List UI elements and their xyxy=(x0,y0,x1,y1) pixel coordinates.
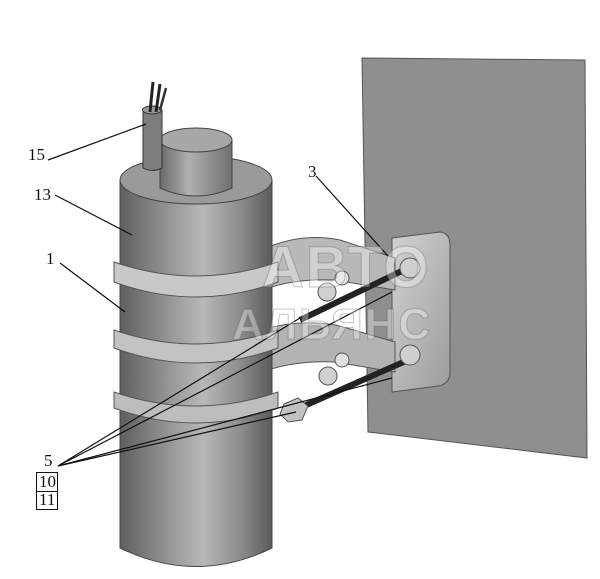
middle-clamp-band xyxy=(113,329,279,364)
bolt-head xyxy=(279,397,309,423)
wire-1 xyxy=(148,81,155,113)
leader-5-d xyxy=(57,377,393,467)
upper-nut-right xyxy=(399,257,421,279)
leader-5-c xyxy=(57,411,297,467)
cylinder-body xyxy=(119,179,273,567)
leader-1 xyxy=(59,262,126,313)
watermark-line1: АВТО xyxy=(262,235,431,301)
callout-10: 10 xyxy=(36,472,58,492)
upper-clamp-band xyxy=(113,261,279,298)
callout-1: 1 xyxy=(46,249,55,268)
cable-sleeve xyxy=(142,109,163,171)
lower-bolt xyxy=(293,357,410,413)
callout-3: 3 xyxy=(308,162,317,181)
leader-3 xyxy=(315,175,389,257)
upper-nut-far xyxy=(334,270,350,286)
lower-nut-left xyxy=(318,366,338,386)
callout-5: 5 xyxy=(44,451,53,470)
leader-5-b xyxy=(57,291,393,467)
cable-sleeve-end xyxy=(142,105,162,115)
leader-13 xyxy=(54,194,133,236)
leader-5-a xyxy=(57,317,301,467)
wire-2 xyxy=(154,83,162,113)
lower-nut-right xyxy=(399,344,421,366)
wire-3 xyxy=(158,87,168,111)
upper-bolt xyxy=(298,265,410,323)
callout-11: 11 xyxy=(36,491,58,510)
watermark-line2: АЛЬЯНС xyxy=(231,300,433,350)
lower-nut-far xyxy=(334,352,350,368)
callout-13: 13 xyxy=(34,185,51,204)
top-cap-face xyxy=(159,127,233,153)
leader-15 xyxy=(47,123,147,161)
callout-15: 15 xyxy=(28,145,45,164)
top-cap xyxy=(159,139,233,197)
upper-nut-left xyxy=(317,282,337,302)
